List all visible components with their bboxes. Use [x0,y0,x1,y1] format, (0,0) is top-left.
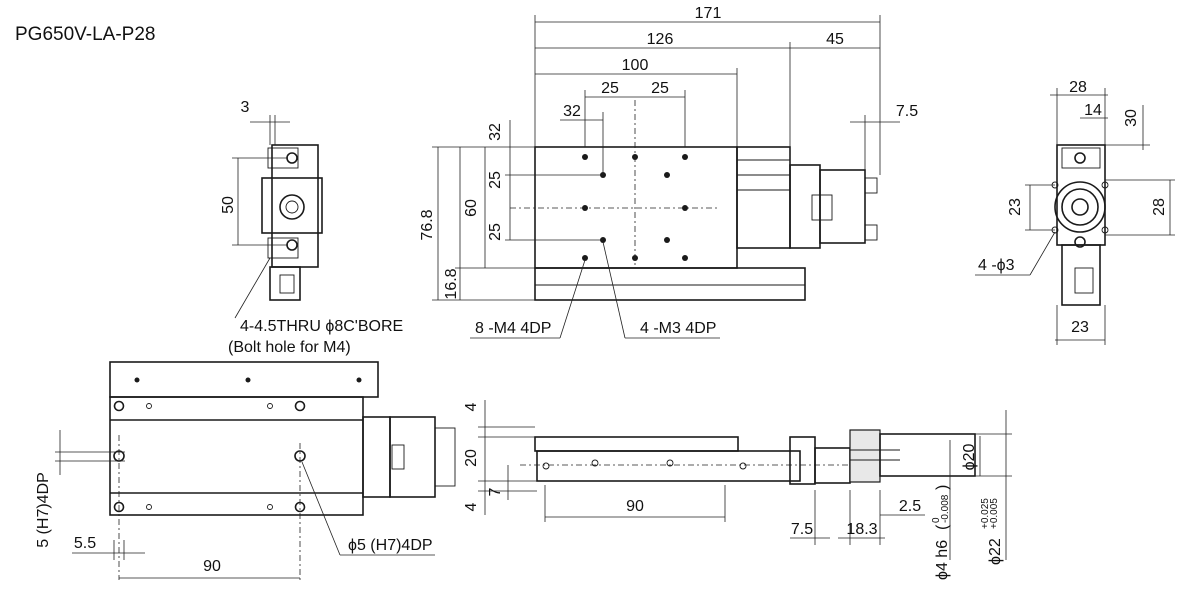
top-view: 171 126 45 100 25 25 32 7.5 32 25 60 25 … [419,5,918,339]
callout-bolt-note: (Bolt hole for M4) [228,339,351,356]
dim-left-60: 60 [463,199,480,217]
dim-2-5: 2.5 [899,498,921,515]
dim-45: 45 [826,31,844,48]
callout-pin-hole: ϕ5 (H7)4DP [348,537,433,554]
svg-text:(: ( [934,524,951,530]
shaft-tol-lower: -0.008 [940,494,951,523]
dim-7-5: 7.5 [896,103,918,120]
front-view: 4 20 4 7 90 7.5 18.3 2.5 ϕ20 ϕ4 h6 ( 0 -… [463,400,1012,580]
dim-23-left: 23 [1007,198,1024,216]
dim-14: 14 [1084,102,1102,119]
motor-housing [736,146,791,249]
pilot-label: ϕ22 [987,538,1004,565]
base-plate [534,267,806,301]
callout-bolt-hole: 4-4.5THRU ϕ8C'BORE [240,318,403,335]
dim-left-32: 32 [487,123,504,141]
dim-32: 32 [563,103,581,120]
dim-16-8: 16.8 [443,268,460,299]
pilot-tol-upper: +0.025 [980,498,991,529]
dim-left-25a: 25 [487,171,504,189]
dim-28-right: 28 [1151,198,1168,216]
dim-126: 126 [647,31,674,48]
dim-pilot-tolerance: ϕ22 +0.025 +0.005 [980,498,1004,565]
dim-28-top: 28 [1069,79,1087,96]
shaft-tol-upper: 0 [931,517,942,523]
callout-phi3: 4 -ϕ3 [978,257,1015,274]
model-title: PG650V-LA-P28 [15,24,155,45]
dim-18-3: 18.3 [846,521,877,538]
bottom-view: 5 (H7)4DP 5.5 90 ϕ5 (H7)4DP [35,361,456,580]
shaft-label: ϕ4 h6 [934,540,951,580]
dim-25a: 25 [601,80,619,97]
dim-90-front: 90 [626,498,644,515]
dim-50: 50 [220,196,237,214]
callout-m4: 8 -M4 4DP [475,320,551,337]
dim-shaft-tolerance: ϕ4 h6 ( 0 -0.008 ) [931,485,951,580]
dim-4-bottom: 4 [463,502,480,511]
side-view: 3 50 4-4.5THRU ϕ8C'BORE (Bolt hole for M… [220,99,403,356]
dim-25b: 25 [651,80,669,97]
dim-4-top: 4 [463,402,480,411]
dim-100: 100 [622,57,649,74]
dim-7: 7 [487,487,504,496]
dim-90-bottom: 90 [203,558,221,575]
end-view: 28 14 30 23 28 23 4 -ϕ3 [975,79,1175,345]
dim-171: 171 [695,5,722,22]
svg-text:): ) [934,485,951,490]
pilot-tol-lower: +0.005 [989,498,1000,529]
dim-7-5-front: 7.5 [791,521,813,538]
dim-phi20: ϕ20 [961,444,978,471]
connector [819,169,866,244]
motor-cap [789,164,821,249]
dim-76-8: 76.8 [419,209,436,240]
dim-5-5: 5.5 [74,535,96,552]
dim-30: 30 [1123,109,1140,127]
callout-m3: 4 -M3 4DP [640,320,716,337]
dim-20: 20 [463,449,480,467]
dim-pin-label: 5 (H7)4DP [35,472,52,548]
dim-23-bottom: 23 [1071,319,1089,336]
dim-3: 3 [241,99,250,116]
dim-left-25b: 25 [487,223,504,241]
stage-body [534,146,738,269]
